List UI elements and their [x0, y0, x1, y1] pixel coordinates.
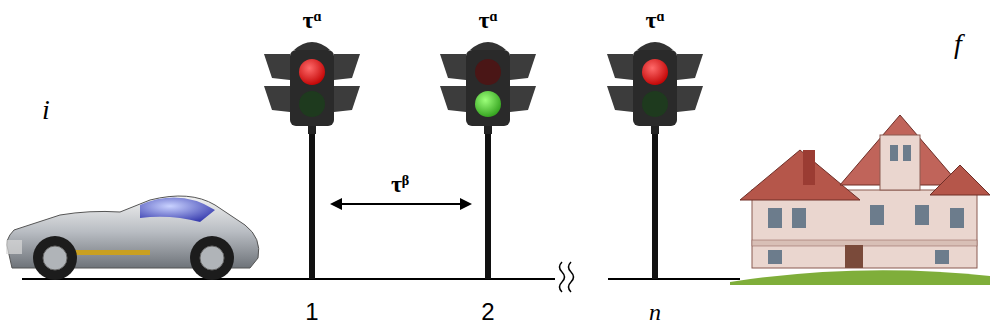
- state-label: i: [42, 96, 50, 124]
- pole: [652, 134, 658, 279]
- road: [22, 278, 555, 280]
- timing-label: τᵅ: [302, 8, 321, 32]
- light-number: 1: [305, 300, 318, 324]
- break-mark: [560, 262, 565, 292]
- interval-label: τᵝ: [391, 172, 409, 196]
- timing-label: τᵅ: [645, 8, 664, 32]
- traffic-light: [607, 42, 703, 134]
- timing-label: τᵅ: [478, 8, 497, 32]
- traffic-light: [440, 42, 536, 134]
- light-number: 2: [481, 300, 494, 324]
- state-label: f: [954, 30, 962, 58]
- road: [608, 278, 740, 280]
- house: [730, 115, 990, 285]
- interval-arrow: [330, 198, 472, 210]
- traffic-light: [264, 42, 360, 134]
- pole: [485, 134, 491, 279]
- break-mark: [569, 262, 574, 292]
- race-car: [6, 196, 259, 280]
- pole: [309, 134, 315, 279]
- light-number: n: [649, 300, 661, 324]
